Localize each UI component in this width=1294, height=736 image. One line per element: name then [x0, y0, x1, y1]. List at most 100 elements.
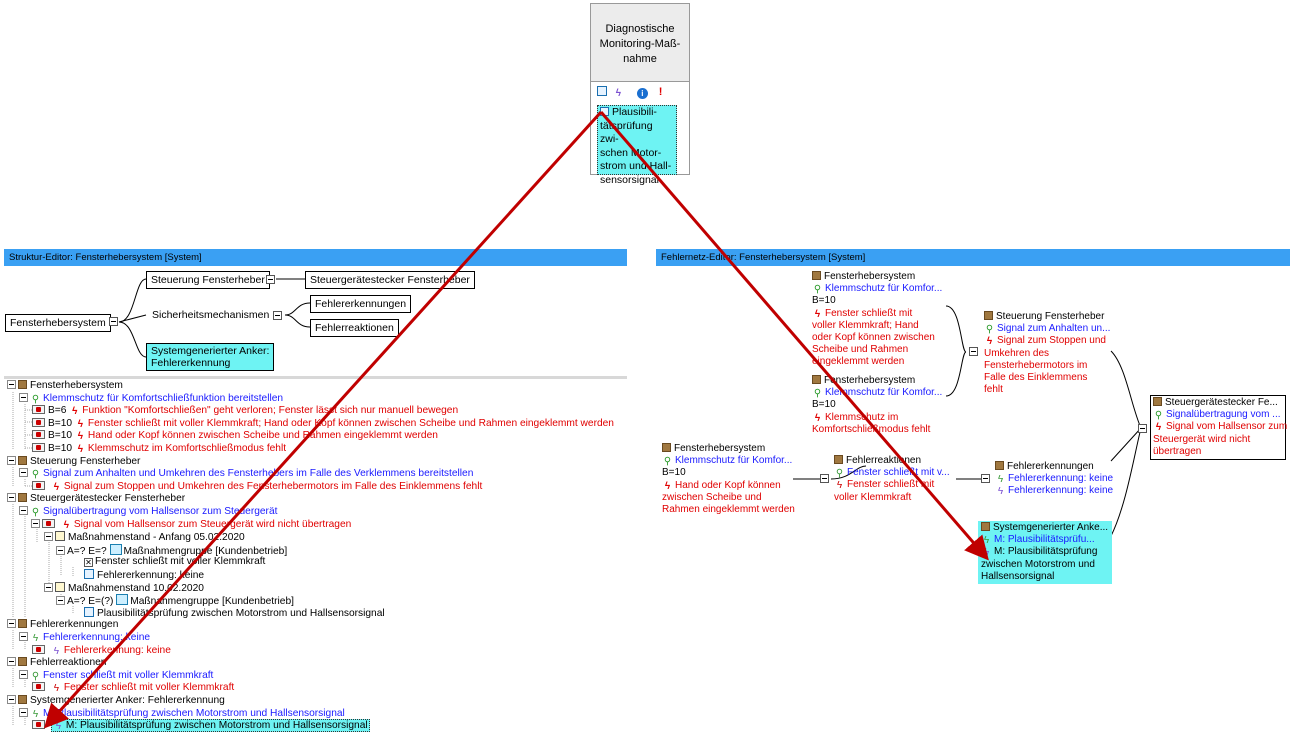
struct-node-stecker[interactable]: Steuergerätestecker Fensterheber: [305, 271, 475, 289]
collapse-toggle[interactable]: [109, 317, 118, 326]
struct-node-steuerung[interactable]: Steuerung Fensterheber: [146, 271, 270, 289]
collapse-toggle[interactable]: [7, 619, 16, 629]
collapse-toggle[interactable]: [7, 695, 16, 704]
connector-line: [284, 314, 311, 328]
collapse-toggle[interactable]: [969, 347, 978, 356]
net-node-steuerung[interactable]: Steuerung Fensterheber ⚲Signal zum Anhal…: [984, 311, 1114, 396]
struct-node-fehlererkennungen[interactable]: Fehlererkennungen: [310, 295, 412, 313]
collapse-toggle[interactable]: [7, 493, 16, 503]
net-node-failure-line: Hallsensorsignal: [981, 570, 1055, 582]
net-node-failure-line: Komfortschließmodus fehlt: [812, 423, 931, 435]
tree-item-function[interactable]: ⚲Signal zum Anhalten und Umkehren des Fe…: [19, 468, 473, 481]
collapse-toggle[interactable]: [19, 506, 28, 515]
struct-node-anker[interactable]: Systemgenerierter Anker: Fehlererkennung: [146, 343, 275, 371]
tree-item-label: Fehlererkennung: keine: [43, 632, 151, 643]
tree-item-element[interactable]: Fehlerreaktionen: [7, 657, 106, 670]
collapse-toggle[interactable]: [56, 545, 65, 555]
net-node-failure-text: Hand oder Kopf können: [675, 479, 781, 491]
tree-item-function[interactable]: ⚲Fenster schließt mit voller Klemmkraft: [19, 669, 213, 683]
net-node-steuergeraetestecker[interactable]: Steuergerätestecker Fe... ⚲Signalübertra…: [1150, 395, 1287, 461]
tree-item-detection[interactable]: Fehlererkennung: keine: [84, 569, 204, 582]
collapse-toggle[interactable]: [19, 392, 28, 402]
measure-entry-line: Plausibili-: [600, 106, 674, 120]
failure-bolt-icon: ϟ: [53, 481, 59, 493]
tree-item-function[interactable]: ⚲Signalübertragung vom Hallsensor zum St…: [19, 506, 277, 519]
tree-item-measure-group[interactable]: A=? E=(?) Maßnahmengruppe [Kundenbetrieb…: [56, 594, 294, 607]
tree-item-label: M: Plausibilitätsprüfung zwischen Motors…: [43, 707, 345, 719]
net-node-fensterhebersystem-2[interactable]: Fensterhebersystem ⚲Klemmschutz für Komf…: [812, 375, 957, 436]
collapse-toggle[interactable]: [44, 582, 53, 592]
function-link-icon: ⚲: [31, 507, 40, 518]
net-node-fensterhebersystem-3[interactable]: Fensterhebersystem ⚲Klemmschutz für Komf…: [662, 443, 802, 516]
tree-item-measure-state[interactable]: Maßnahmenstand 10.02.2020: [44, 581, 204, 595]
collapse-toggle[interactable]: [19, 468, 28, 478]
fehlernetz-editor-titlebar[interactable]: Fehlernetz-Editor: Fensterhebersystem [S…: [656, 249, 1290, 266]
collapse-toggle[interactable]: [273, 311, 282, 320]
tree-item-element[interactable]: Steuerung Fensterheber: [7, 455, 140, 469]
measure-entry-line: tätsprüfung zwi-: [600, 119, 653, 146]
net-node-fensterhebersystem-1[interactable]: Fensterhebersystem ⚲Klemmschutz für Komf…: [812, 271, 957, 369]
net-node-title: Fensterhebersystem: [662, 443, 802, 455]
collapse-toggle[interactable]: [44, 532, 53, 542]
function-link-icon: ⚲: [1154, 410, 1163, 422]
collapse-toggle[interactable]: [19, 669, 28, 679]
tree-item-label: Signal zum Stoppen und Umkehren des Fens…: [63, 480, 483, 492]
detection-icon[interactable]: ϟ: [615, 88, 622, 99]
struct-node-sicherheit[interactable]: Sicherheitsmechanismen: [152, 309, 270, 321]
tree-item-label: Maßnahmengruppe [Kundenbetrieb]: [130, 596, 294, 608]
measure-entry[interactable]: Plausibili- tätsprüfung zwi- schen Motor…: [597, 105, 677, 186]
net-node-failure-text: Signal zum Stoppen und: [997, 335, 1106, 347]
tree-item-element[interactable]: Steuergerätestecker Fensterheber: [7, 493, 185, 506]
collapse-toggle[interactable]: [7, 657, 16, 667]
collapse-toggle[interactable]: [981, 474, 990, 483]
collapse-toggle[interactable]: [19, 632, 28, 641]
severity-icon: [32, 720, 45, 730]
tree-item-measure-group[interactable]: A=? E=? Maßnahmengruppe [Kundenbetrieb]: [56, 543, 287, 557]
measure-state-icon: [55, 531, 65, 542]
tree-item-measure-state[interactable]: Maßnahmenstand - Anfang 05.02.2020: [44, 531, 245, 544]
tree-item-label: Fensterhebersystem: [30, 380, 123, 391]
tree-item-prevention[interactable]: ✕Fenster schließt mit voller Klemmkraft: [84, 556, 265, 569]
struktur-editor-titlebar[interactable]: Struktur-Editor: Fensterhebersystem [Sys…: [4, 249, 627, 266]
tree-item-element[interactable]: Fehlererkennungen: [7, 619, 118, 632]
info-icon[interactable]: i: [636, 88, 648, 99]
failure-bolt-icon: ϟ: [1155, 422, 1162, 434]
collapse-toggle[interactable]: [56, 596, 65, 606]
function-link-icon: ⚲: [31, 469, 40, 481]
tree-item-failure[interactable]: ϟ Signal zum Stoppen und Umkehren des Fen…: [32, 480, 483, 494]
tree-item-label: Systemgenerierter Anker: Fehlererkennung: [30, 695, 225, 706]
collapse-toggle[interactable]: [7, 380, 16, 389]
struct-node-root[interactable]: Fensterhebersystem: [5, 314, 111, 332]
tree-item-detection[interactable]: Plausibilitätsprüfung zwischen Motorstro…: [84, 606, 385, 620]
struct-node-fehlerreaktionen[interactable]: Fehlerreaktionen: [310, 319, 399, 337]
net-node-fehlerreaktionen[interactable]: Fehlerreaktionen ⚲Fenster schließt mit v…: [834, 455, 959, 504]
function-link-icon: ⚲: [31, 393, 40, 405]
splitter[interactable]: [4, 376, 627, 379]
exclamation-icon[interactable]: !: [658, 86, 663, 98]
collapse-toggle[interactable]: [820, 474, 829, 483]
collapse-toggle[interactable]: [7, 455, 16, 465]
collapse-toggle[interactable]: [266, 275, 275, 284]
magnifier-icon[interactable]: [597, 86, 607, 96]
collapse-toggle[interactable]: [19, 707, 28, 717]
collapse-toggle[interactable]: [1138, 424, 1147, 433]
tree-item-element[interactable]: Systemgenerierter Anker: Fehlererkennung: [7, 695, 225, 708]
collapse-toggle[interactable]: [31, 518, 40, 528]
severity-icon: [32, 417, 45, 427]
tree-item-system[interactable]: Fensterhebersystem: [7, 380, 123, 393]
tree-item-function[interactable]: ⚲Klemmschutz für Komfortschließfunktion …: [19, 392, 283, 406]
element-icon: [18, 380, 27, 389]
